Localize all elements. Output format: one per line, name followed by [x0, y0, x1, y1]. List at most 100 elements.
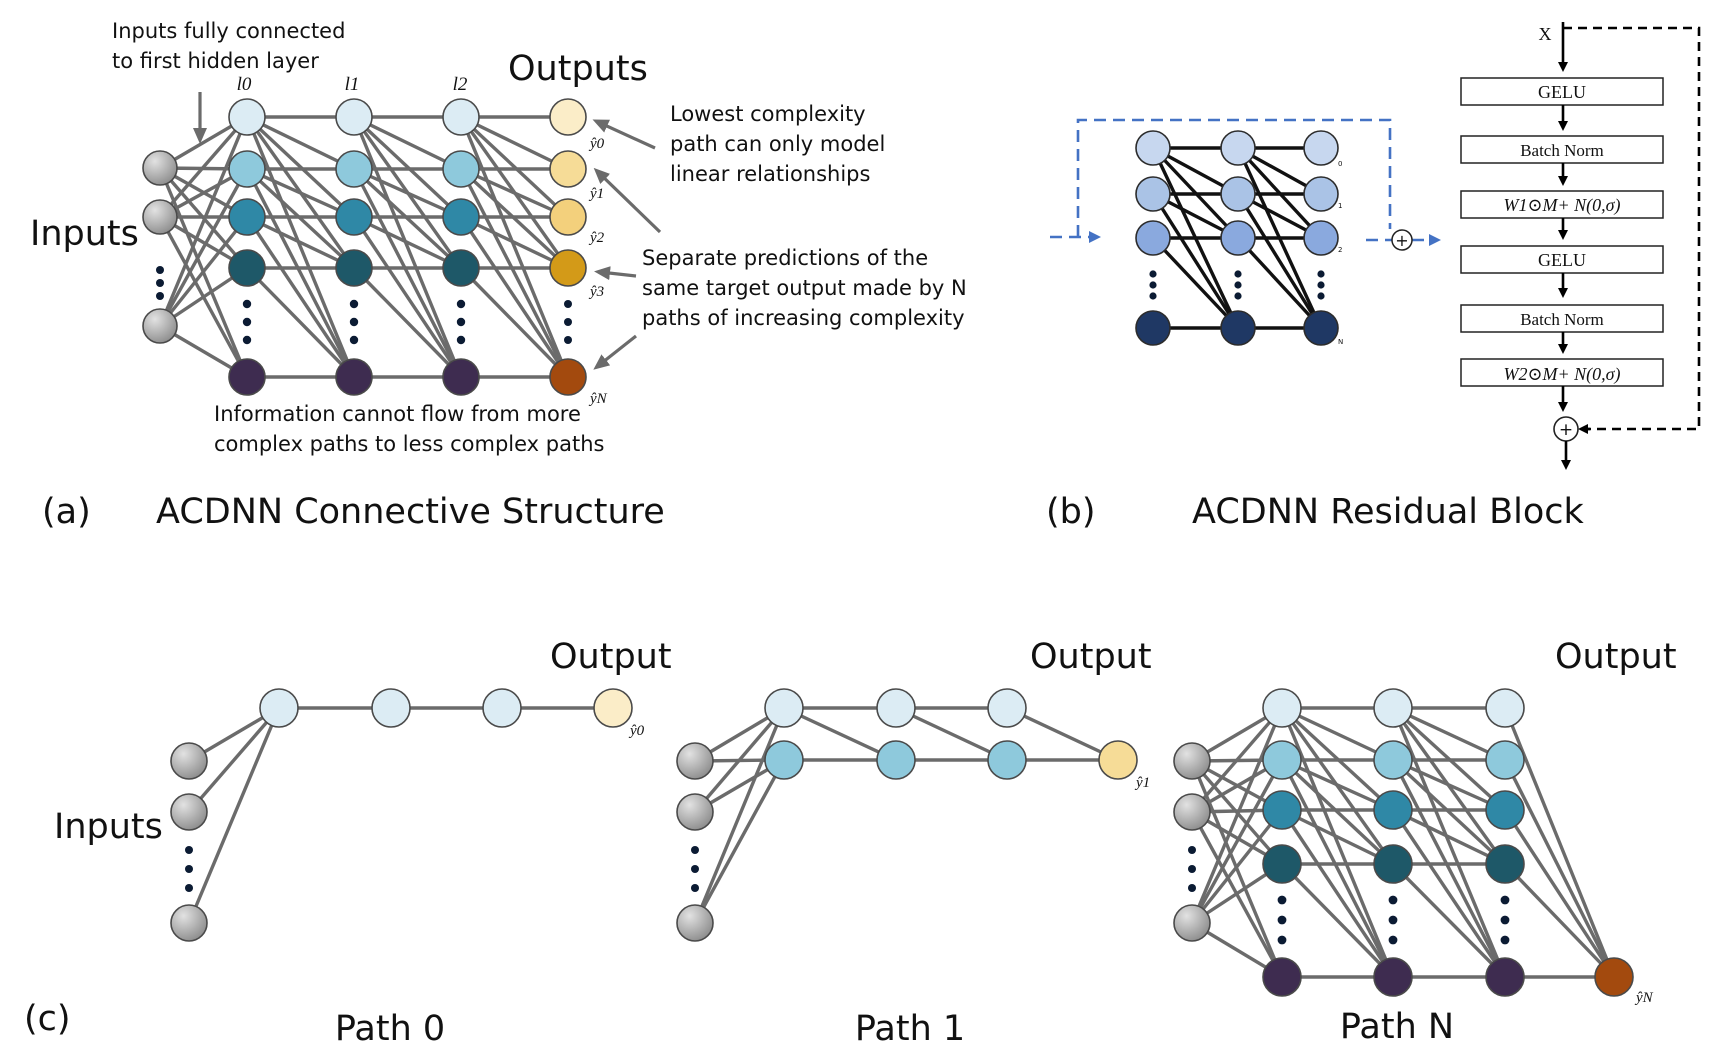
hidden-node [1262, 790, 1302, 830]
output-label-y1: ŷ1 [588, 186, 604, 202]
output-edge [459, 116, 570, 269]
svg-text:W2⊙M+ N(0,σ): W2⊙M+ N(0,σ) [1503, 364, 1620, 385]
input-ellipsis-dot [156, 266, 164, 274]
svg-text:Separate predictions of the: Separate predictions of the [642, 246, 928, 270]
pathN-yhat: ŷN [1634, 990, 1654, 1006]
hidden-edge [1236, 193, 1323, 329]
panel-b-nodes [1135, 130, 1339, 346]
hidden-node [764, 740, 804, 780]
hidden-ellipsis-dot [1317, 281, 1325, 289]
hidden-edge [352, 216, 463, 378]
input-node [142, 150, 178, 186]
input-edge [187, 707, 281, 924]
svg-text:to first hidden layer: to first hidden layer [112, 49, 319, 73]
block-w1-mask-noise [1460, 190, 1664, 219]
hidden-node [482, 688, 522, 728]
note-separate-predictions: Separate predictions of the same target … [642, 246, 967, 330]
pathN-output-label: Output [1555, 637, 1677, 677]
hidden-node [259, 688, 299, 728]
svg-text:GELU: GELU [1538, 250, 1586, 270]
hidden-ellipsis-dot [242, 299, 252, 309]
output-edge [1503, 809, 1616, 978]
hidden-ellipsis-dot [242, 335, 252, 345]
svg-text:same target output made by N: same target output made by N [642, 276, 967, 300]
hidden-node [442, 198, 480, 236]
path0-title: Path 0 [335, 1009, 445, 1049]
hidden-node [1485, 790, 1525, 830]
hidden-node [1135, 176, 1171, 212]
input-node [170, 742, 208, 780]
panel-c-edges [187, 706, 1616, 979]
svg-text:N: N [1338, 338, 1343, 346]
hidden-edge [1391, 758, 1507, 866]
output-label-yN: ŷN [588, 391, 608, 407]
input-ellipsis-dot [1188, 865, 1196, 873]
hidden-ellipsis-dot [1317, 292, 1325, 300]
hidden-node [1220, 310, 1256, 346]
output-edge [459, 167, 570, 270]
hidden-edge [245, 266, 356, 379]
hidden-edge [1151, 193, 1240, 329]
output-ellipsis-dot [564, 300, 572, 308]
hidden-edge [783, 706, 897, 762]
hidden-edge [1280, 809, 1395, 978]
panel-c-letter: (c) [24, 999, 71, 1039]
path1-output-label: Output [1030, 637, 1152, 677]
panel-c-nodes [170, 688, 1634, 997]
input-edge [1190, 759, 1284, 924]
output-edge [459, 115, 570, 219]
output-edge [459, 116, 570, 378]
input-node [1173, 904, 1211, 942]
panel-b-index-labels: 0 1 2 N [1338, 160, 1343, 346]
hidden-edge [1391, 809, 1507, 978]
hidden-node [1262, 844, 1302, 884]
hidden-ellipsis-dot [1500, 895, 1510, 905]
hidden-edge [1280, 707, 1395, 978]
hidden-ellipsis-dot [1388, 935, 1398, 945]
svg-text:1: 1 [1338, 202, 1342, 210]
hidden-node [1220, 130, 1256, 166]
output-node [1098, 740, 1138, 780]
output-edge [1503, 707, 1616, 978]
hidden-ellipsis-dot [242, 317, 252, 327]
input-edge [693, 707, 786, 924]
note-lowest-complexity: Lowest complexity path can only model li… [670, 102, 885, 186]
svg-text:0: 0 [1338, 160, 1342, 168]
input-ellipsis-dot [185, 865, 193, 873]
hidden-edge [245, 216, 356, 378]
input-node [142, 308, 178, 344]
hidden-edge [1392, 706, 1506, 762]
input-node [170, 793, 208, 831]
output-edge [459, 216, 570, 378]
hidden-ellipsis-dot [1500, 915, 1510, 925]
hidden-node [1373, 740, 1413, 780]
hidden-edge [1391, 759, 1507, 978]
hidden-node [1135, 310, 1171, 346]
hidden-edge [1392, 758, 1506, 812]
output-node [549, 98, 587, 136]
layer-label-l0: l0 [237, 74, 252, 95]
input-edge [693, 759, 786, 924]
hidden-edge [352, 266, 463, 379]
output-edge [460, 115, 569, 171]
path1-yhat: ŷ1 [1134, 775, 1150, 791]
output-node [549, 150, 587, 188]
hidden-node [442, 358, 480, 396]
output-node [1594, 957, 1634, 997]
hidden-ellipsis-dot [1149, 292, 1157, 300]
pointer-separate-1 [593, 167, 662, 234]
hidden-edge [245, 116, 356, 378]
hidden-node [1373, 844, 1413, 884]
input-ellipsis-dot [156, 292, 164, 300]
hidden-node [1485, 688, 1525, 728]
hidden-node [1303, 310, 1339, 346]
path0-yhat: ŷ0 [628, 723, 645, 739]
input-node [676, 793, 714, 831]
input-ellipsis-dot [691, 846, 699, 854]
pathN-title: Path N [1340, 1007, 1454, 1047]
output-label-y0: ŷ0 [588, 136, 605, 152]
input-edge [158, 115, 249, 219]
svg-text:Batch Norm: Batch Norm [1520, 310, 1604, 329]
block-w2-mask-noise [1460, 358, 1664, 387]
